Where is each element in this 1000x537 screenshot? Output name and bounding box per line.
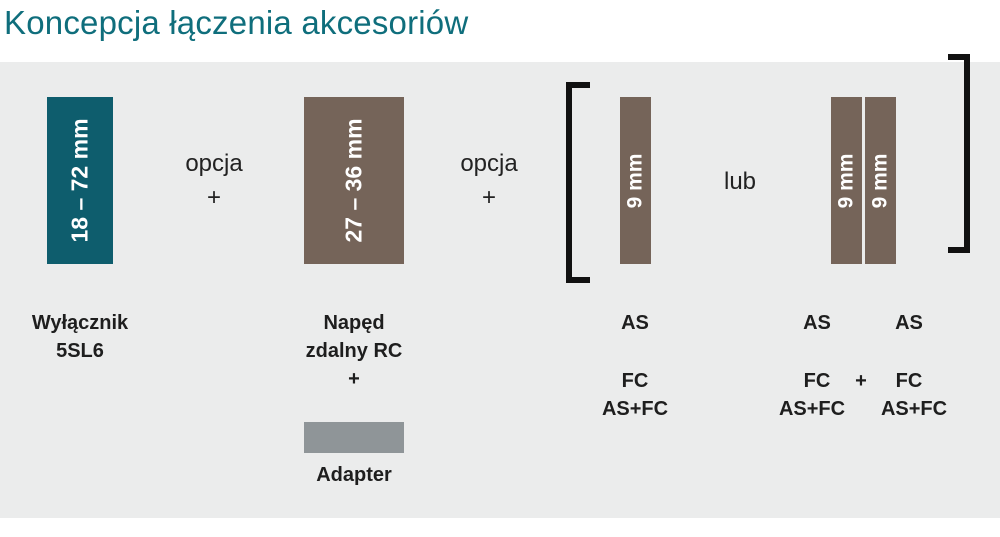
- right-bracket-bar: [964, 54, 970, 253]
- option-connector-1: opcja +: [170, 147, 258, 215]
- plus-label-2: +: [481, 184, 496, 211]
- single-fc-label: FC AS+FC: [585, 367, 685, 423]
- right-bracket-bottom: [948, 247, 970, 253]
- left-bracket-bottom: [566, 277, 590, 283]
- switch-block: 18 – 72 mm: [47, 97, 113, 264]
- remote-drive-plus: +: [348, 368, 360, 390]
- single-accessory-block: 9 mm: [620, 97, 651, 264]
- plus-label-1: +: [206, 184, 221, 211]
- switch-label-line1: Wyłącznik: [31, 312, 129, 334]
- double-accessory-block-right: 9 mm: [865, 97, 896, 264]
- adapter-block: [304, 422, 404, 453]
- double-accessory-width-label-left: 9 mm: [834, 153, 858, 208]
- double-as-left-label: AS: [803, 312, 831, 334]
- page-title: Koncepcja łączenia akcesoriów: [4, 4, 469, 41]
- remote-drive-label-line2: zdalny RC: [305, 340, 403, 362]
- left-bracket-bar: [566, 82, 572, 283]
- adapter-label: Adapter: [316, 464, 392, 486]
- double-plus-label: +: [855, 370, 867, 392]
- option-connector-2: opcja +: [445, 147, 533, 215]
- single-accessory-width-label: 9 mm: [623, 153, 647, 208]
- double-accessory-width-label-right: 9 mm: [868, 153, 892, 208]
- single-fc-text: FC: [621, 370, 649, 392]
- double-asfc-right-label: AS+FC: [880, 398, 948, 420]
- double-accessory-block-left: 9 mm: [831, 97, 862, 264]
- switch-label: Wyłącznik 5SL6: [10, 309, 150, 365]
- remote-drive-label-line1: Napęd: [323, 312, 385, 334]
- double-as-right-label: AS: [895, 312, 923, 334]
- remote-drive-width-label: 27 – 36 mm: [340, 118, 367, 243]
- diagram-panel: 18 – 72 mm opcja + 27 – 36 mm opcja + 9 …: [0, 54, 1000, 518]
- single-as-label: AS: [621, 312, 649, 334]
- single-asfc-text: AS+FC: [601, 398, 669, 420]
- double-fc-right-label: FC: [895, 370, 923, 392]
- remote-drive-label: Napęd zdalny RC +: [284, 309, 424, 393]
- option-label-1: opcja: [185, 150, 243, 177]
- switch-label-line2: 5SL6: [56, 340, 104, 362]
- right-bracket-top: [948, 54, 970, 60]
- option-label-2: opcja: [460, 150, 518, 177]
- double-asfc-left-label: AS+FC: [778, 398, 846, 420]
- or-label: lub: [723, 168, 757, 195]
- double-fc-left-label: FC: [803, 370, 831, 392]
- left-bracket-top: [566, 82, 590, 88]
- remote-drive-block: 27 – 36 mm: [304, 97, 404, 264]
- switch-width-label: 18 – 72 mm: [66, 118, 93, 243]
